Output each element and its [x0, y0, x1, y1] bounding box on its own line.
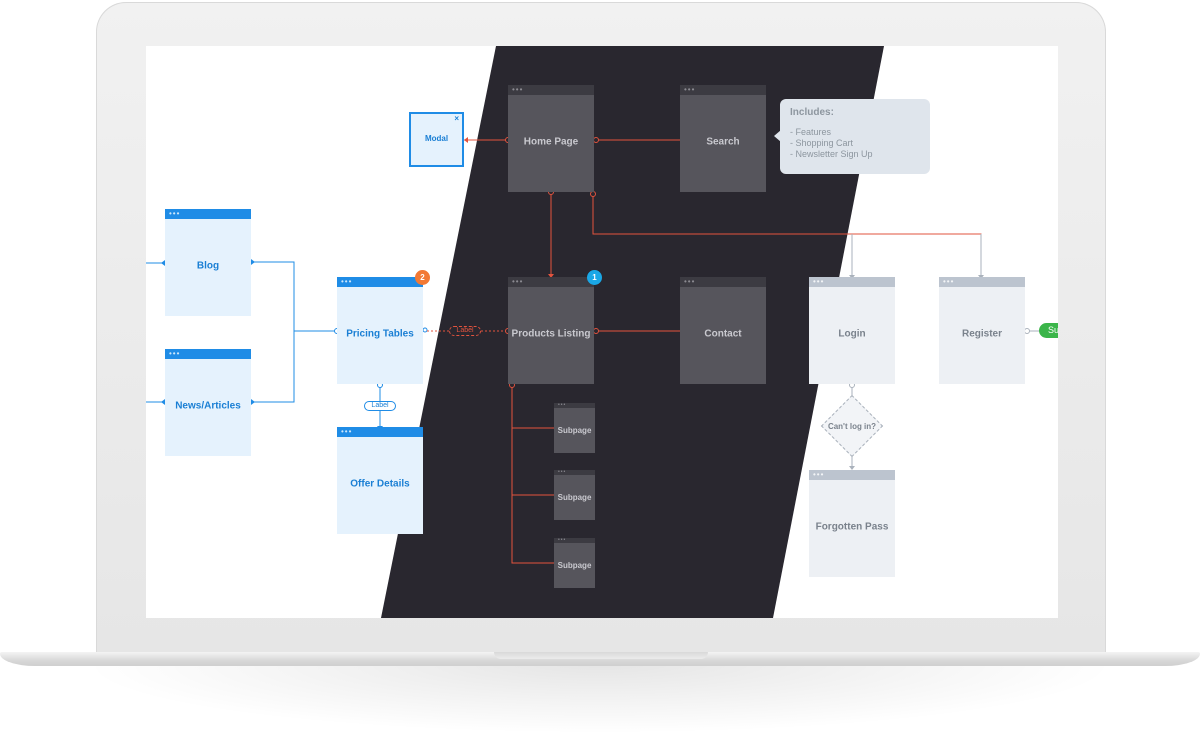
window-dots-icon: •••	[813, 470, 825, 479]
card-label: Offer Details	[350, 477, 410, 489]
card-subpage-1[interactable]: ••• Subpage	[554, 403, 595, 453]
card-label: Contact	[704, 327, 742, 339]
card-search[interactable]: ••• Search	[680, 85, 766, 192]
card-label: Register	[961, 327, 1002, 339]
card-label: Subpage	[557, 425, 592, 435]
card-pricing-tables[interactable]: ••• Pricing Tables	[337, 277, 423, 384]
card-label: Blog	[196, 259, 220, 271]
card-subpage-3[interactable]: ••• Subpage	[554, 538, 595, 588]
modal-label: Modal	[424, 134, 449, 143]
card-titlebar: •••	[554, 470, 595, 475]
decision-label: Can't log in?	[827, 422, 877, 431]
window-dots-icon: •••	[813, 277, 825, 286]
card-titlebar: •••	[554, 538, 595, 543]
window-dots-icon: •••	[558, 469, 567, 475]
window-dots-icon: •••	[341, 427, 353, 436]
note-title: Includes:	[790, 107, 834, 118]
card-news-articles[interactable]: ••• News/Articles	[165, 349, 251, 456]
card-titlebar: •••	[508, 85, 594, 95]
modal-node[interactable]: × Modal	[409, 112, 464, 167]
connector-label-blue[interactable]: Label	[364, 401, 396, 411]
note-item: - Newsletter Sign Up	[790, 149, 873, 159]
card-register[interactable]: ••• Register	[939, 277, 1025, 384]
badge-cyan: 1	[587, 270, 602, 285]
card-label: Forgotten Pass	[815, 520, 889, 532]
card-offer-details[interactable]: ••• Offer Details	[337, 427, 423, 534]
laptop-base	[0, 652, 1200, 666]
card-titlebar: •••	[337, 427, 423, 437]
card-titlebar: •••	[165, 209, 251, 219]
window-dots-icon: •••	[558, 402, 567, 408]
window-dots-icon: •••	[341, 277, 353, 286]
window-dots-icon: •••	[558, 537, 567, 543]
card-forgotten-pass[interactable]: ••• Forgotten Pass	[809, 470, 895, 577]
card-label: Subpage	[557, 492, 592, 502]
badge-orange: 2	[415, 270, 430, 285]
card-label: News/Articles	[175, 399, 241, 411]
window-dots-icon: •••	[943, 277, 955, 286]
window-dots-icon: •••	[512, 277, 524, 286]
card-titlebar: •••	[809, 470, 895, 480]
card-label: Login	[838, 327, 866, 339]
card-label: Search	[706, 135, 740, 147]
window-dots-icon: •••	[512, 85, 524, 94]
window-dots-icon: •••	[684, 85, 696, 94]
card-titlebar: •••	[554, 403, 595, 408]
close-icon[interactable]: ×	[454, 114, 459, 123]
window-dots-icon: •••	[169, 209, 181, 218]
card-titlebar: •••	[809, 277, 895, 287]
card-titlebar: •••	[337, 277, 423, 287]
card-products-listing[interactable]: ••• Products Listing	[508, 277, 594, 384]
screen: × Modal Includes: - Features - Shopping …	[146, 46, 1058, 618]
card-titlebar: •••	[939, 277, 1025, 287]
card-label: Products Listing	[511, 327, 591, 339]
card-label: Home Page	[523, 135, 579, 147]
card-label: Pricing Tables	[346, 327, 414, 339]
card-login[interactable]: ••• Login	[809, 277, 895, 384]
note-item: - Features	[790, 127, 832, 137]
window-dots-icon: •••	[684, 277, 696, 286]
note-item: - Shopping Cart	[790, 138, 854, 148]
includes-note: Includes: - Features - Shopping Cart - N…	[780, 99, 930, 174]
card-titlebar: •••	[165, 349, 251, 359]
card-titlebar: •••	[508, 277, 594, 287]
card-blog[interactable]: ••• Blog	[165, 209, 251, 316]
laptop-notch	[494, 652, 708, 659]
card-titlebar: •••	[680, 85, 766, 95]
laptop-shadow	[80, 664, 1120, 734]
note-tail	[774, 130, 781, 142]
card-contact[interactable]: ••• Contact	[680, 277, 766, 384]
card-label: Subpage	[557, 560, 592, 570]
card-titlebar: •••	[680, 277, 766, 287]
card-home-page[interactable]: ••• Home Page	[508, 85, 594, 192]
card-subpage-2[interactable]: ••• Subpage	[554, 470, 595, 520]
connector-label-red[interactable]: Label	[449, 326, 481, 336]
window-dots-icon: •••	[169, 349, 181, 358]
success-pill[interactable]: Su	[1039, 323, 1058, 338]
